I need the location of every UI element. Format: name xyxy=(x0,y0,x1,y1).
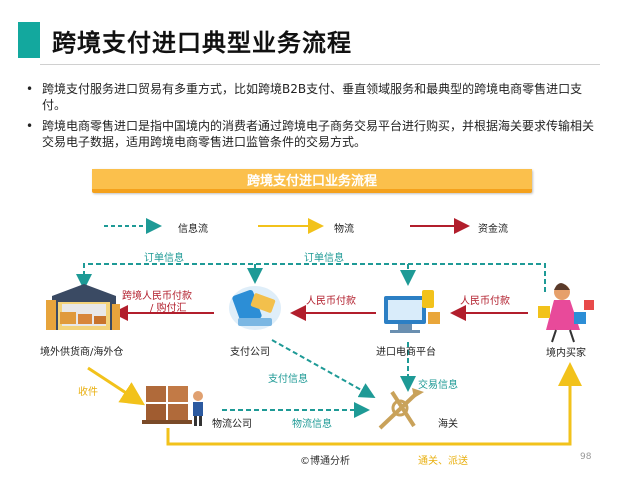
payment-terminal-icon xyxy=(229,286,281,330)
fx-purchase-label: / 购付汇 xyxy=(150,303,187,314)
page-title: 跨境支付进口典型业务流程 xyxy=(52,29,352,57)
logistics-node-label: 物流公司 xyxy=(212,419,252,430)
platform-node-label: 进口电商平台 xyxy=(376,347,436,358)
page-number: 98 xyxy=(580,452,592,462)
payment-node-label: 支付公司 xyxy=(230,347,270,358)
buyer-node-label: 境内买家 xyxy=(546,348,586,359)
clearance-label: 通关、派送 xyxy=(418,456,468,467)
bullet-text: 跨境电商零售进口是指中国境内的消费者通过跨境电子商务交易平台进行购买，并根据海关… xyxy=(42,119,595,149)
title-divider xyxy=(40,64,600,65)
supplier-node-label: 境外供货商/海外仓 xyxy=(40,347,124,358)
pay-info-label: 支付信息 xyxy=(268,374,308,385)
receive-label: 收件 xyxy=(78,387,98,398)
customs-emblem-icon xyxy=(378,388,424,430)
receive-arrow xyxy=(87,366,146,406)
trade-info-label: 交易信息 xyxy=(418,380,458,391)
bullet-item: • 跨境电商零售进口是指中国境内的消费者通过跨境电子商务交易平台进行购买，并根据… xyxy=(26,118,602,150)
logistics-boxes-icon xyxy=(142,386,203,426)
warehouse-icon xyxy=(46,284,120,330)
cross-border-rmb-label: 跨境人民币付款 xyxy=(122,291,192,302)
bullet-text: 跨境支付服务进口贸易有多重方式，比如跨境B2B支付、垂直领域服务和最典型的跨境电… xyxy=(42,82,583,112)
rmb-payment-label-mid: 人民币付款 xyxy=(306,296,356,307)
logistics-info-label: 物流信息 xyxy=(292,419,332,430)
legend-funds-label: 资金流 xyxy=(478,224,508,235)
flow-banner-highlight xyxy=(92,169,532,189)
legend-logistics-label: 物流 xyxy=(334,224,354,235)
title-accent-bar xyxy=(18,22,40,58)
ecommerce-platform-icon xyxy=(384,290,440,333)
bullet-dot: • xyxy=(26,82,34,96)
bullet-item: • 跨境支付服务进口贸易有多重方式，比如跨境B2B支付、垂直领域服务和最典型的跨… xyxy=(26,81,602,113)
bullet-dot: • xyxy=(26,119,34,133)
buyer-shopper-icon xyxy=(538,283,594,343)
flow-banner-title: 跨境支付进口业务流程 xyxy=(246,174,377,189)
order-info-label-left: 订单信息 xyxy=(144,253,184,264)
legend-info-label: 信息流 xyxy=(178,224,208,235)
clearance-arrow xyxy=(166,362,582,446)
pay-info-arrow xyxy=(271,339,376,398)
footer-copyright: ©博通分析 xyxy=(300,456,350,467)
order-info-label-right: 订单信息 xyxy=(304,253,344,264)
order-info-line xyxy=(76,263,546,292)
customs-node-label: 海关 xyxy=(438,419,458,430)
rmb-payment-label-right: 人民币付款 xyxy=(460,296,510,307)
